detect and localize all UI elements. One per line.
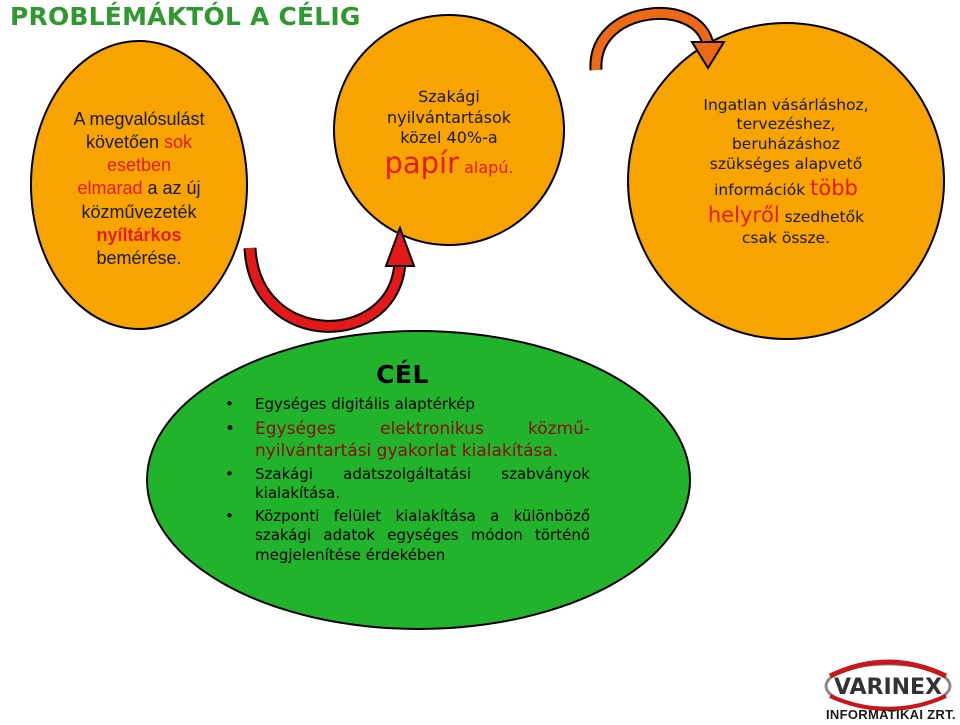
- goal-section: CÉL Egységes digitális alaptérkép Egység…: [215, 360, 590, 568]
- text-line: tervezéshez,: [736, 115, 836, 134]
- problem-circle-2: Szakági nyilvántartások közel 40%-a papí…: [333, 14, 565, 246]
- text-line: beruházáshoz: [731, 135, 841, 154]
- varinex-logo: VARINEX: [824, 659, 952, 711]
- highlight-text: több: [810, 175, 858, 200]
- text-line: csak össze.: [741, 228, 831, 247]
- goal-list: Egységes digitális alaptérkép Egységes e…: [215, 395, 590, 565]
- highlight-text: alapú.: [459, 158, 514, 178]
- goal-item: Központi felület kialakítása a különböző…: [215, 507, 590, 566]
- text-line: A megvalósulást: [73, 109, 205, 130]
- text-line: Szakági: [418, 87, 480, 107]
- highlight-text: elmarad: [77, 178, 143, 199]
- text-line: követően: [85, 132, 165, 153]
- text-line: Ingatlan vásárláshoz,: [703, 95, 869, 114]
- u-arrow-icon: [243, 225, 416, 333]
- goal-item: Egységes digitális alaptérkép: [215, 395, 590, 415]
- problem-circle-1: A megvalósulást követően sok esetben elm…: [30, 40, 248, 330]
- goal-title: CÉL: [376, 360, 429, 389]
- text-line: szedhetők: [779, 207, 865, 226]
- text-line: információk: [714, 180, 811, 199]
- problem-circle-3: Ingatlan vásárláshoz, tervezéshez, beruh…: [627, 22, 945, 340]
- problem-1-text: A megvalósulást követően sok esetben elm…: [73, 108, 204, 269]
- goal-item: Szakági adatszolgáltatási szabványok kia…: [215, 465, 590, 504]
- text-line: közművezeték: [81, 201, 197, 222]
- text-line: a az új: [142, 178, 201, 199]
- highlight-text: papír: [384, 146, 460, 181]
- problem-2-text: Szakági nyilvántartások közel 40%-a papí…: [384, 87, 513, 179]
- text-line: szükséges alapvető: [709, 155, 863, 174]
- problem-3-text: Ingatlan vásárláshoz, tervezéshez, beruh…: [703, 96, 868, 249]
- logo-wordmark: VARINEX: [834, 675, 942, 700]
- text-line: közel 40%-a: [400, 128, 498, 147]
- text-line: bemérése.: [96, 247, 182, 268]
- highlight-text: esetben: [106, 155, 172, 176]
- highlight-text: nyíltárkos: [96, 224, 182, 245]
- page-title: PROBLÉMÁKTÓL A CÉLIG: [10, 2, 361, 31]
- goal-item: Egységes elektronikus közmű-nyilvántartá…: [215, 418, 590, 462]
- highlight-text: sok: [164, 132, 193, 153]
- text-line: nyilvántartások: [386, 107, 512, 127]
- highlight-text: helyről: [707, 202, 780, 227]
- logo-caption: INFORMATIKAI ZRT.: [826, 707, 956, 722]
